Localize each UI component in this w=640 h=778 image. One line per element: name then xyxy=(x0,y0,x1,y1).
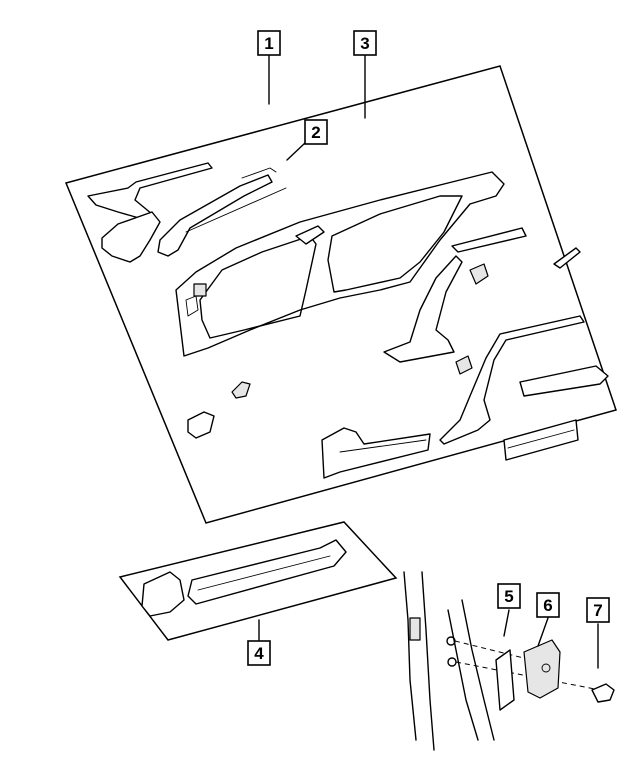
front-door-opening xyxy=(199,235,317,339)
sill-edge-line xyxy=(339,439,427,453)
b-pillar-piece xyxy=(295,225,325,245)
striker-spacer xyxy=(495,649,515,711)
svg-text:3: 3 xyxy=(360,34,369,53)
door-pillar-outline xyxy=(447,599,495,741)
mount-hole-lower xyxy=(447,657,457,667)
roof-rail-front-piece xyxy=(87,162,213,221)
svg-text:7: 7 xyxy=(593,601,602,620)
rocker-sill-front xyxy=(321,427,431,479)
body-side-panel-group xyxy=(64,65,617,524)
sill-rear-edge xyxy=(507,429,575,449)
striker-bolt xyxy=(591,683,615,703)
sill-reinforcement-bracket xyxy=(141,571,185,617)
c-pillar-inner xyxy=(383,255,463,363)
rocker-sill-rear xyxy=(503,419,579,461)
callout-2: 2 xyxy=(304,119,328,145)
quarter-rail-upper xyxy=(451,227,527,253)
small-bracket-b xyxy=(187,411,215,439)
leader-6 xyxy=(537,617,549,647)
c-pillar-bracket xyxy=(469,263,489,285)
striker-hole xyxy=(541,663,551,673)
d-pillar-bracket xyxy=(455,355,473,375)
svg-text:5: 5 xyxy=(504,587,513,606)
aperture-hole xyxy=(185,295,199,317)
callout-3: 3 xyxy=(353,30,377,56)
a-pillar-upper-left xyxy=(101,211,161,263)
rear-door-opening xyxy=(327,195,463,293)
quarter-rail-lower xyxy=(519,365,609,397)
rail-clip-line xyxy=(241,167,277,179)
striker-detail-group xyxy=(403,571,615,751)
callout-6: 6 xyxy=(536,592,560,618)
side-clip-right xyxy=(553,247,581,269)
d-pillar-inner xyxy=(439,315,585,445)
callout-7: 7 xyxy=(586,597,610,623)
pillar-cutout xyxy=(409,617,421,641)
svg-text:6: 6 xyxy=(543,596,552,615)
callout-labels: 1 2 3 4 5 6 7 xyxy=(247,30,610,666)
sill-reinforcement-group xyxy=(118,521,398,641)
rail-inner-line xyxy=(197,555,331,591)
rail-edge-line xyxy=(185,187,287,233)
svg-text:2: 2 xyxy=(311,123,320,142)
leader-2 xyxy=(286,142,306,161)
leader-lines xyxy=(258,55,599,669)
leader-5 xyxy=(503,609,510,637)
side-aperture-main xyxy=(175,171,505,357)
callout-4: 4 xyxy=(247,640,271,666)
svg-text:1: 1 xyxy=(264,34,273,53)
svg-text:4: 4 xyxy=(254,644,264,663)
a-pillar-upper-mid xyxy=(157,174,273,257)
aperture-bracket xyxy=(193,283,207,297)
callout-1: 1 xyxy=(257,30,281,56)
callout-5: 5 xyxy=(497,583,521,609)
body-pillar-outline xyxy=(403,571,435,751)
small-bracket-a xyxy=(231,381,251,399)
